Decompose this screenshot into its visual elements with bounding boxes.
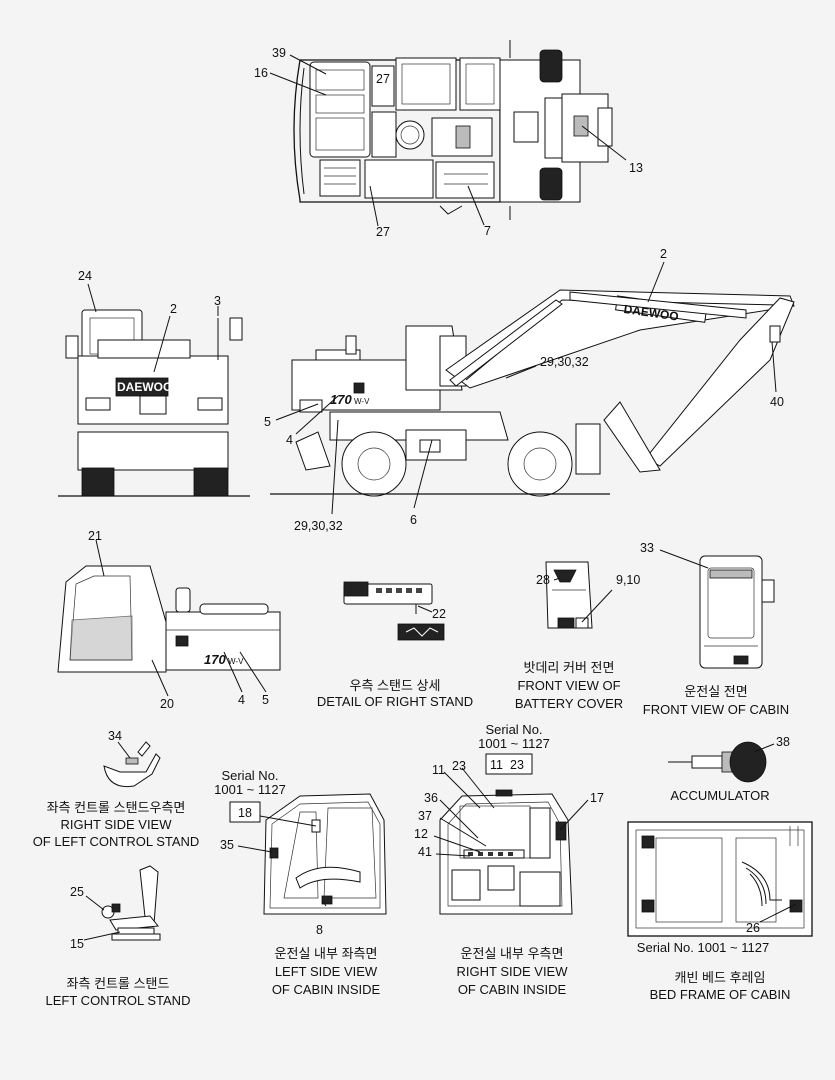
- serial-no-right-label: Serial No.: [485, 722, 542, 737]
- cabin-left-caption-en1: LEFT SIDE VIEW: [275, 964, 378, 979]
- callout-15: 15: [70, 937, 84, 951]
- callout-34: 34: [108, 729, 122, 743]
- callout-23: 23: [452, 759, 466, 773]
- callout-3: 3: [214, 294, 221, 308]
- accumulator-caption: ACCUMULATOR: [670, 788, 769, 803]
- cabin-right-inside-view: [439, 789, 573, 915]
- callout-2: 2: [660, 247, 667, 261]
- callout-11: 11: [432, 763, 445, 777]
- serial-no-left-label: Serial No.: [221, 768, 278, 783]
- accumulator-view: [668, 741, 767, 783]
- callout-40: 40: [770, 395, 784, 409]
- cabin-right-caption-en2: OF CABIN INSIDE: [458, 982, 567, 997]
- callout-22: 22: [432, 607, 446, 621]
- callout-29-30-32: 29,30,32: [540, 355, 589, 369]
- callout-box-11-23: [485, 753, 533, 775]
- callout-23: 23: [510, 758, 524, 772]
- battery-leaders: [553, 577, 613, 623]
- battery-caption-en2: BATTERY COVER: [515, 696, 623, 711]
- left-control-stand-seat: [101, 865, 161, 941]
- callout-26: 26: [746, 921, 760, 935]
- callout-39: 39: [272, 46, 286, 60]
- callout-6: 6: [410, 513, 417, 527]
- front-view-leaders: [87, 283, 219, 373]
- cabin-left-caption-en2: OF CABIN INSIDE: [272, 982, 381, 997]
- callout-17: 17: [590, 791, 604, 805]
- top-view-leaders: [269, 54, 627, 227]
- left-side-leaders: [95, 539, 267, 697]
- cabin-front-caption-ko: 운전실 전면: [684, 684, 747, 699]
- side-model-decal: 170: [330, 392, 352, 407]
- control-side-caption-ko: 좌측 컨트롤 스탠드우측면: [47, 800, 186, 815]
- serial-range-right: 1001 ~ 1127: [478, 736, 550, 751]
- left-model-suffix: W-V: [228, 657, 244, 666]
- callout-36: 36: [424, 791, 438, 805]
- callout-2: 2: [170, 302, 177, 316]
- callout-35: 35: [220, 838, 234, 852]
- battery-caption-ko: 밧데리 커버 전면: [524, 660, 615, 675]
- callout-8: 8: [316, 923, 323, 937]
- right-stand-caption-en: DETAIL OF RIGHT STAND: [317, 694, 473, 709]
- cabin-right-caption-ko: 운전실 내부 우측면: [461, 946, 564, 961]
- callout-38: 38: [776, 735, 790, 749]
- callout-12: 12: [414, 827, 428, 841]
- callout-33: 33: [640, 541, 654, 555]
- side-view-leaders: [275, 261, 777, 515]
- cabin-left-inside-view: [263, 793, 387, 915]
- callout-27: 27: [376, 225, 390, 239]
- front-brand-decal: DAEWOO: [117, 380, 172, 394]
- side-model-suffix: W-V: [354, 397, 370, 406]
- callout-28: 28: [536, 573, 550, 587]
- callout-13: 13: [629, 161, 643, 175]
- cabin-left-caption-ko: 운전실 내부 좌측면: [275, 946, 378, 961]
- left-control-stand-caption-ko: 좌측 컨트롤 스탠드: [67, 976, 170, 991]
- callout-9-10: 9,10: [616, 573, 640, 587]
- callout-4: 4: [238, 693, 245, 707]
- callout-25: 25: [70, 885, 84, 899]
- cabin-right-caption-en1: RIGHT SIDE VIEW: [457, 964, 569, 979]
- callout-5: 5: [262, 693, 269, 707]
- callout-4: 4: [286, 433, 293, 447]
- callout-18: 18: [238, 806, 252, 820]
- front-view-machine: [58, 309, 250, 497]
- serial-range-left: 1001 ~ 1127: [214, 782, 286, 797]
- control-stand-side-view: [103, 741, 161, 788]
- bed-frame-caption-en: BED FRAME OF CABIN: [650, 987, 791, 1002]
- callout-24: 24: [78, 269, 92, 283]
- control-side-caption-en2: OF LEFT CONTROL STAND: [33, 834, 200, 849]
- callout-41: 41: [418, 845, 432, 859]
- serial-no-bed: Serial No. 1001 ~ 1127: [637, 940, 769, 955]
- callout-11: 11: [490, 758, 503, 772]
- battery-caption-en1: FRONT VIEW OF: [517, 678, 620, 693]
- left-model-decal: 170: [204, 652, 226, 667]
- callout-29-30-32: 29,30,32: [294, 519, 343, 533]
- callout-7: 7: [484, 224, 491, 238]
- cabin-left-leaders: [237, 815, 327, 907]
- cabin-right-leaders: [433, 767, 589, 857]
- top-view-machine: [293, 40, 613, 220]
- cabin-front-caption-en: FRONT VIEW OF CABIN: [643, 702, 789, 717]
- left-control-stand-leaders: [83, 895, 121, 941]
- right-stand-caption-ko: 우측 스탠드 상세: [350, 678, 441, 693]
- left-side-view-machine: [57, 565, 281, 673]
- callout-box-18: [229, 801, 261, 823]
- callout-37: 37: [418, 809, 432, 823]
- control-side-caption-en1: RIGHT SIDE VIEW: [61, 817, 173, 832]
- cabin-front-view: [699, 555, 775, 669]
- callout-27: 27: [376, 72, 390, 86]
- callout-20: 20: [160, 697, 174, 711]
- bed-frame-caption-ko: 캐빈 베드 후레임: [675, 970, 766, 985]
- callout-5: 5: [264, 415, 271, 429]
- side-view-machine: [270, 289, 795, 497]
- callout-21: 21: [88, 529, 102, 543]
- bed-frame-view: [627, 821, 813, 937]
- left-control-stand-caption-en: LEFT CONTROL STAND: [46, 993, 191, 1008]
- right-stand-detail: [343, 581, 445, 641]
- callout-16: 16: [254, 66, 268, 80]
